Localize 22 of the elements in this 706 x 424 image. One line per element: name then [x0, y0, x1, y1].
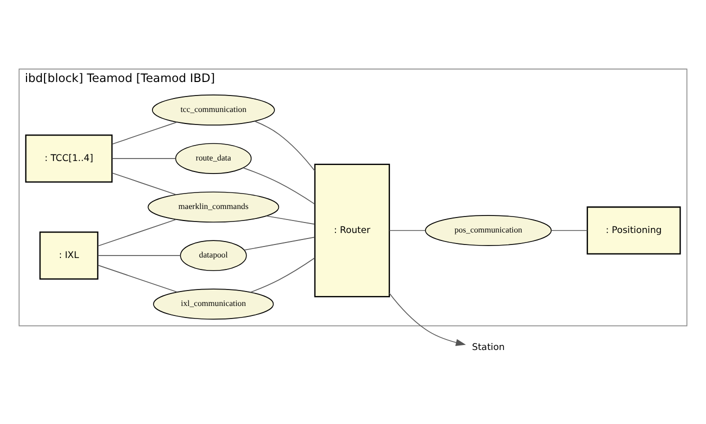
node-box: : Router: [314, 163, 390, 297]
connector: [266, 215, 315, 224]
node-box: : TCC[1..4]: [25, 134, 113, 182]
node-text: Station: [472, 341, 505, 352]
connector: [112, 172, 176, 195]
node-ellipse: maerklin_commands: [148, 191, 280, 222]
connector: [98, 264, 178, 292]
connector: [250, 256, 316, 292]
node-ellipse: tcc_communication: [152, 94, 275, 125]
connector: [98, 254, 181, 256]
connector: [243, 167, 316, 204]
node-box: : Positioning: [586, 206, 681, 254]
connector: [112, 121, 178, 144]
connector: [254, 120, 316, 171]
node-ellipse: pos_communication: [425, 214, 552, 246]
connector: [98, 218, 176, 246]
node-box: : IXL: [39, 231, 98, 280]
node-ellipse: ixl_communication: [153, 288, 274, 320]
connector: [244, 236, 316, 250]
node-ellipse: route_data: [175, 142, 252, 174]
node-ellipse: datapool: [180, 240, 247, 271]
arrow: [388, 292, 466, 346]
